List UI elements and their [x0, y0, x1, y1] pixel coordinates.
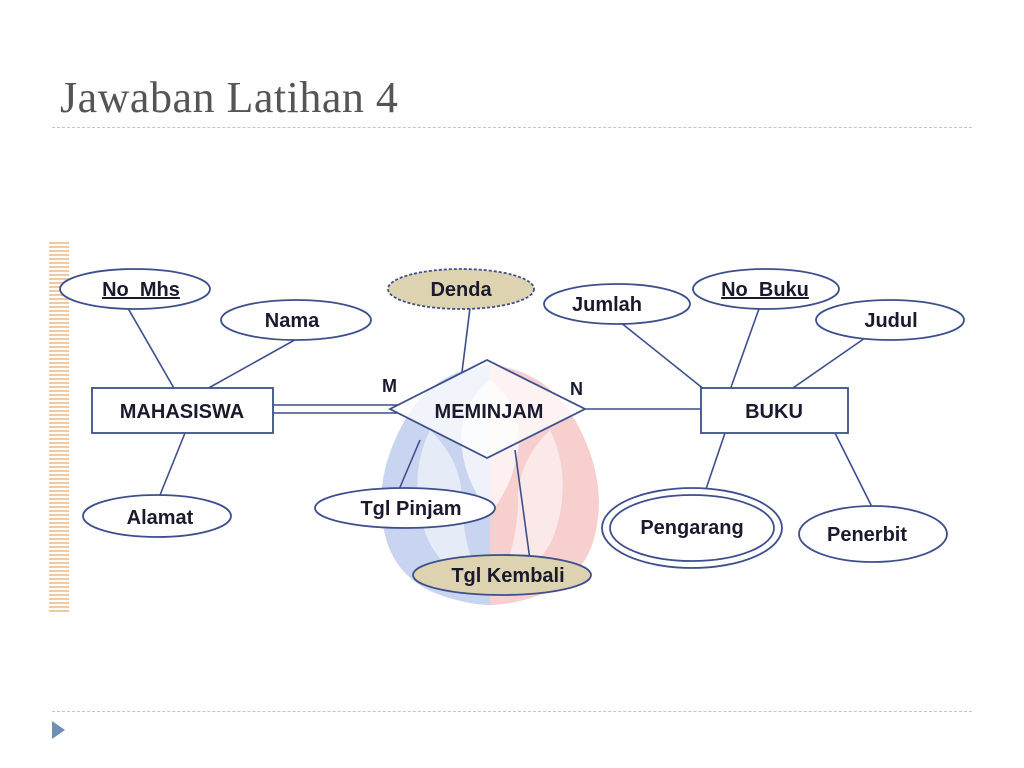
- line-jumlah-buku: [619, 321, 706, 391]
- line-tglkembali-meminjam: [514, 449, 531, 561]
- attribute-judul: Judul: [815, 299, 965, 341]
- entity-mahasiswa-label: MAHASISWA: [120, 401, 244, 423]
- line-denda-meminjam: [461, 307, 471, 373]
- entity-mahasiswa: MAHASISWA: [91, 387, 274, 434]
- attribute-tgl-pinjam-label: Tgl Pinjam: [360, 498, 461, 520]
- next-slide-arrow-icon[interactable]: [52, 721, 65, 739]
- attribute-no-buku: No Buku: [692, 268, 840, 310]
- connector-lines: [124, 302, 873, 561]
- line-alamat-mahasiswa: [157, 432, 186, 501]
- line-pengarang-buku: [704, 432, 726, 493]
- attribute-penerbit-label: Penerbit: [827, 524, 907, 546]
- cardinality-m: M: [382, 376, 397, 396]
- attribute-no-buku-label: No Buku: [721, 279, 809, 301]
- attribute-penerbit: Penerbit: [798, 505, 948, 563]
- line-tglpinjam-meminjam: [397, 439, 421, 493]
- attribute-jumlah: Jumlah: [543, 283, 691, 325]
- attribute-pengarang-label: Pengarang: [640, 517, 743, 539]
- attribute-jumlah-label: Jumlah: [572, 294, 642, 316]
- entity-buku-label: BUKU: [745, 401, 803, 423]
- line-nomhs-mahasiswa: [124, 302, 176, 391]
- attribute-tgl-kembali-label: Tgl Kembali: [451, 565, 564, 587]
- attribute-no-mhs: No Mhs: [59, 268, 211, 310]
- attribute-tgl-kembali: Tgl Kembali: [412, 554, 592, 596]
- attribute-nama: Nama: [220, 299, 372, 341]
- attribute-judul-label: Judul: [864, 310, 917, 332]
- attribute-nama-label: Nama: [265, 310, 320, 332]
- entity-buku: BUKU: [700, 387, 849, 434]
- attribute-alamat-label: Alamat: [127, 507, 194, 529]
- attribute-pengarang: Pengarang: [601, 487, 783, 569]
- slide-title: Jawaban Latihan 4: [60, 73, 399, 122]
- attribute-alamat: Alamat: [82, 494, 232, 538]
- line-judul-buku: [789, 337, 866, 391]
- line-nama-mahasiswa: [204, 336, 301, 391]
- decorative-stripe-bar: [49, 242, 69, 614]
- attribute-no-mhs-label: No Mhs: [102, 279, 180, 301]
- relationship-meminjam: MEMINJAM: [388, 358, 588, 460]
- attribute-denda-label: Denda: [430, 279, 492, 301]
- relationship-meminjam-label: MEMINJAM: [435, 401, 544, 423]
- cardinality-n: N: [570, 379, 583, 399]
- line-nobuku-buku: [729, 305, 761, 391]
- attribute-denda: Denda: [387, 268, 535, 310]
- line-penerbit-buku: [834, 432, 873, 508]
- title-divider: [52, 127, 972, 128]
- footer-divider: [52, 711, 972, 712]
- attribute-tgl-pinjam: Tgl Pinjam: [314, 487, 496, 529]
